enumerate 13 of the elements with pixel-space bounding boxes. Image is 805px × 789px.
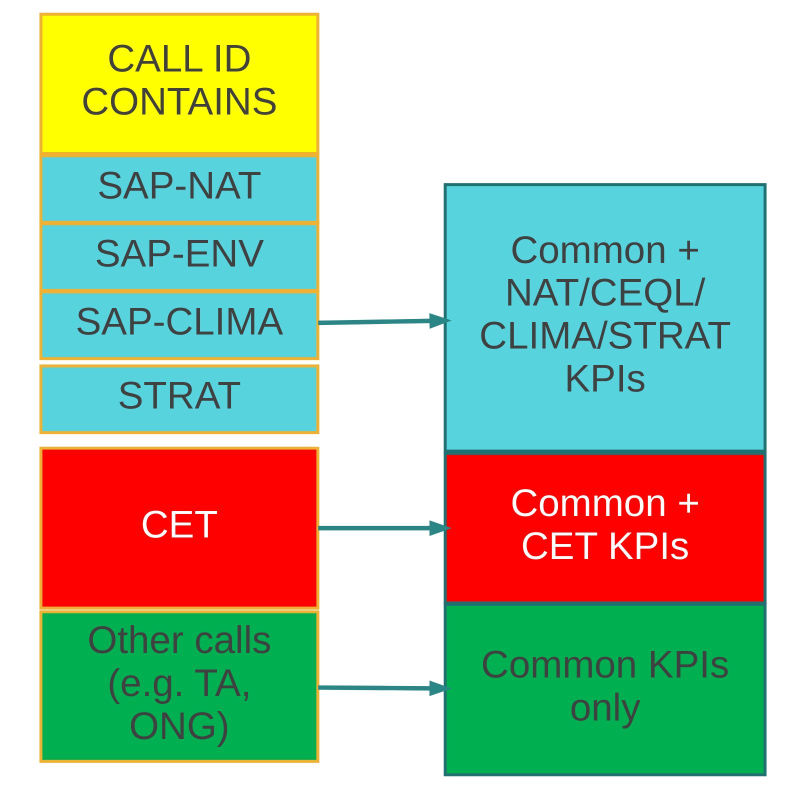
node-box: Common KPIs only xyxy=(443,602,766,776)
node-box: CET xyxy=(38,446,319,610)
node-box: Common + NAT/CEQL/ CLIMA/STRAT KPIs xyxy=(443,183,766,453)
arrow xyxy=(318,680,452,696)
node-box: Other calls (e.g. TA, ONG) xyxy=(38,610,319,763)
node-box: SAP-ENV xyxy=(38,222,319,292)
node-box: SAP-CLIMA xyxy=(38,290,319,360)
arrow xyxy=(318,520,452,536)
node-box: CALL ID CONTAINS xyxy=(38,12,319,155)
node-box: Common + CET KPIs xyxy=(443,452,766,604)
arrow xyxy=(318,313,452,329)
node-box: STRAT xyxy=(38,364,319,434)
node-box: SAP-NAT xyxy=(38,154,319,224)
